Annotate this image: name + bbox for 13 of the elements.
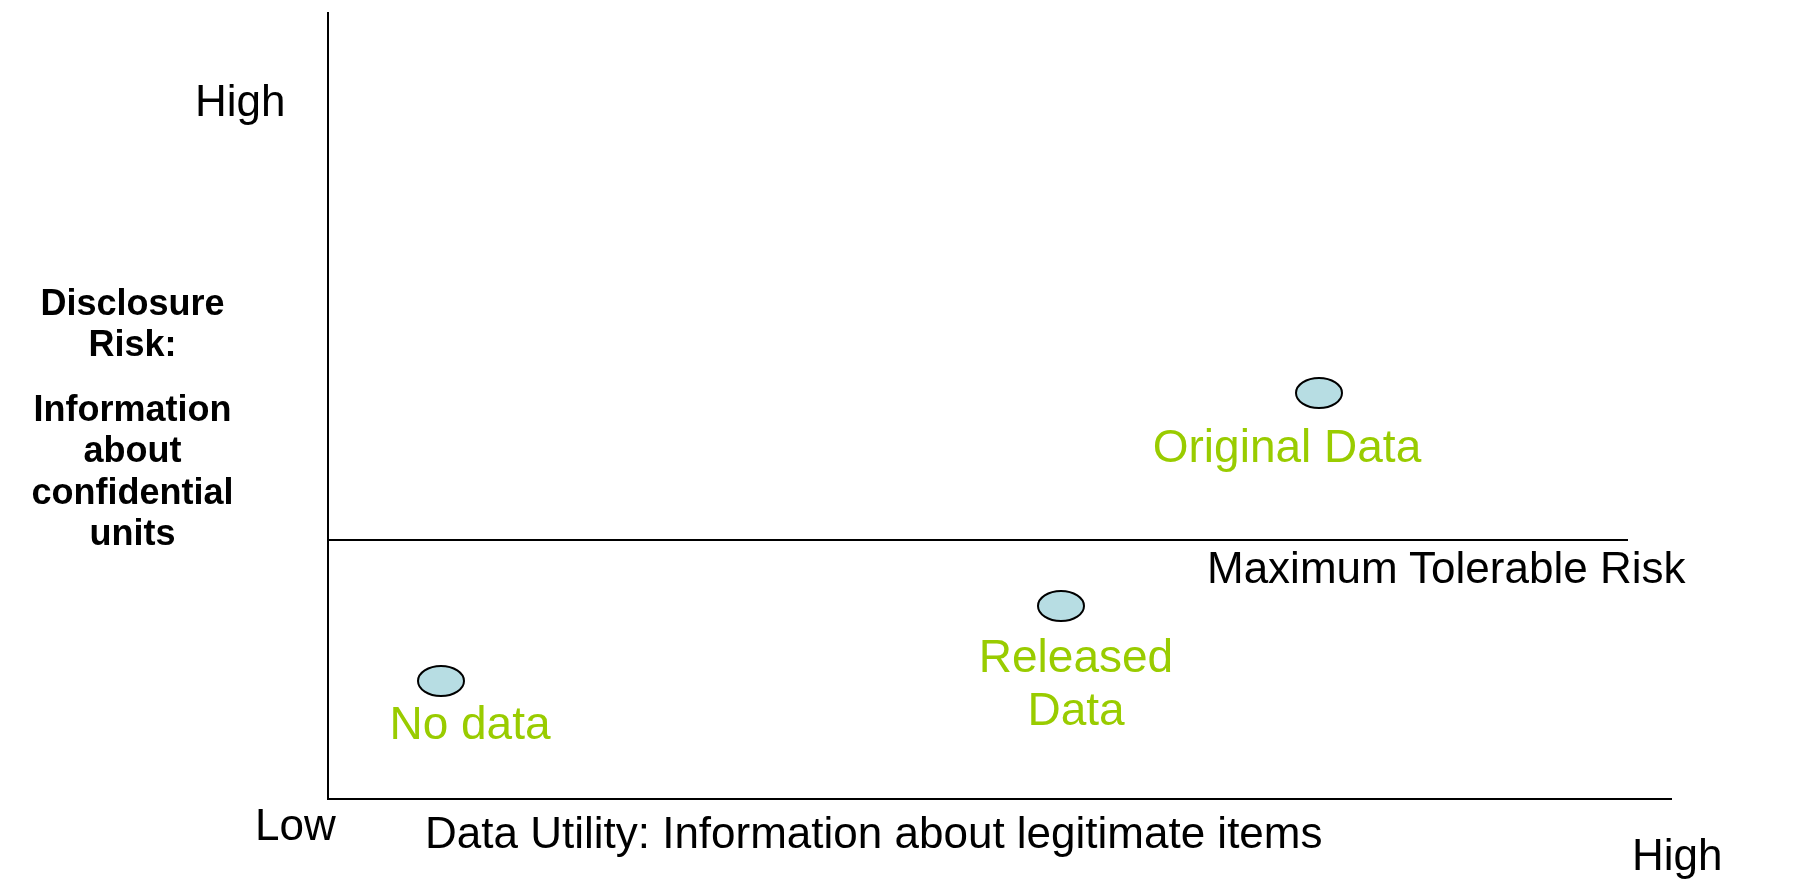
threshold-label: Maximum Tolerable Risk [1207, 543, 1686, 594]
axis-title: Disclosure Risk: [39, 282, 226, 365]
data-point-marker [1037, 590, 1085, 622]
point-label: No data [389, 697, 551, 750]
data-point-marker [417, 665, 465, 697]
axis-title: Data Utility: Information about legitimate items [425, 808, 1323, 859]
point-label: Original Data [1152, 420, 1422, 473]
axis-end-label: Low [255, 800, 336, 851]
axis-end-label: High [1632, 830, 1723, 881]
axis-title: Information about confidential units [30, 388, 235, 554]
data-point-marker [1295, 377, 1343, 409]
axis-end-label: High [195, 76, 286, 127]
point-label: Released Data [977, 630, 1175, 736]
